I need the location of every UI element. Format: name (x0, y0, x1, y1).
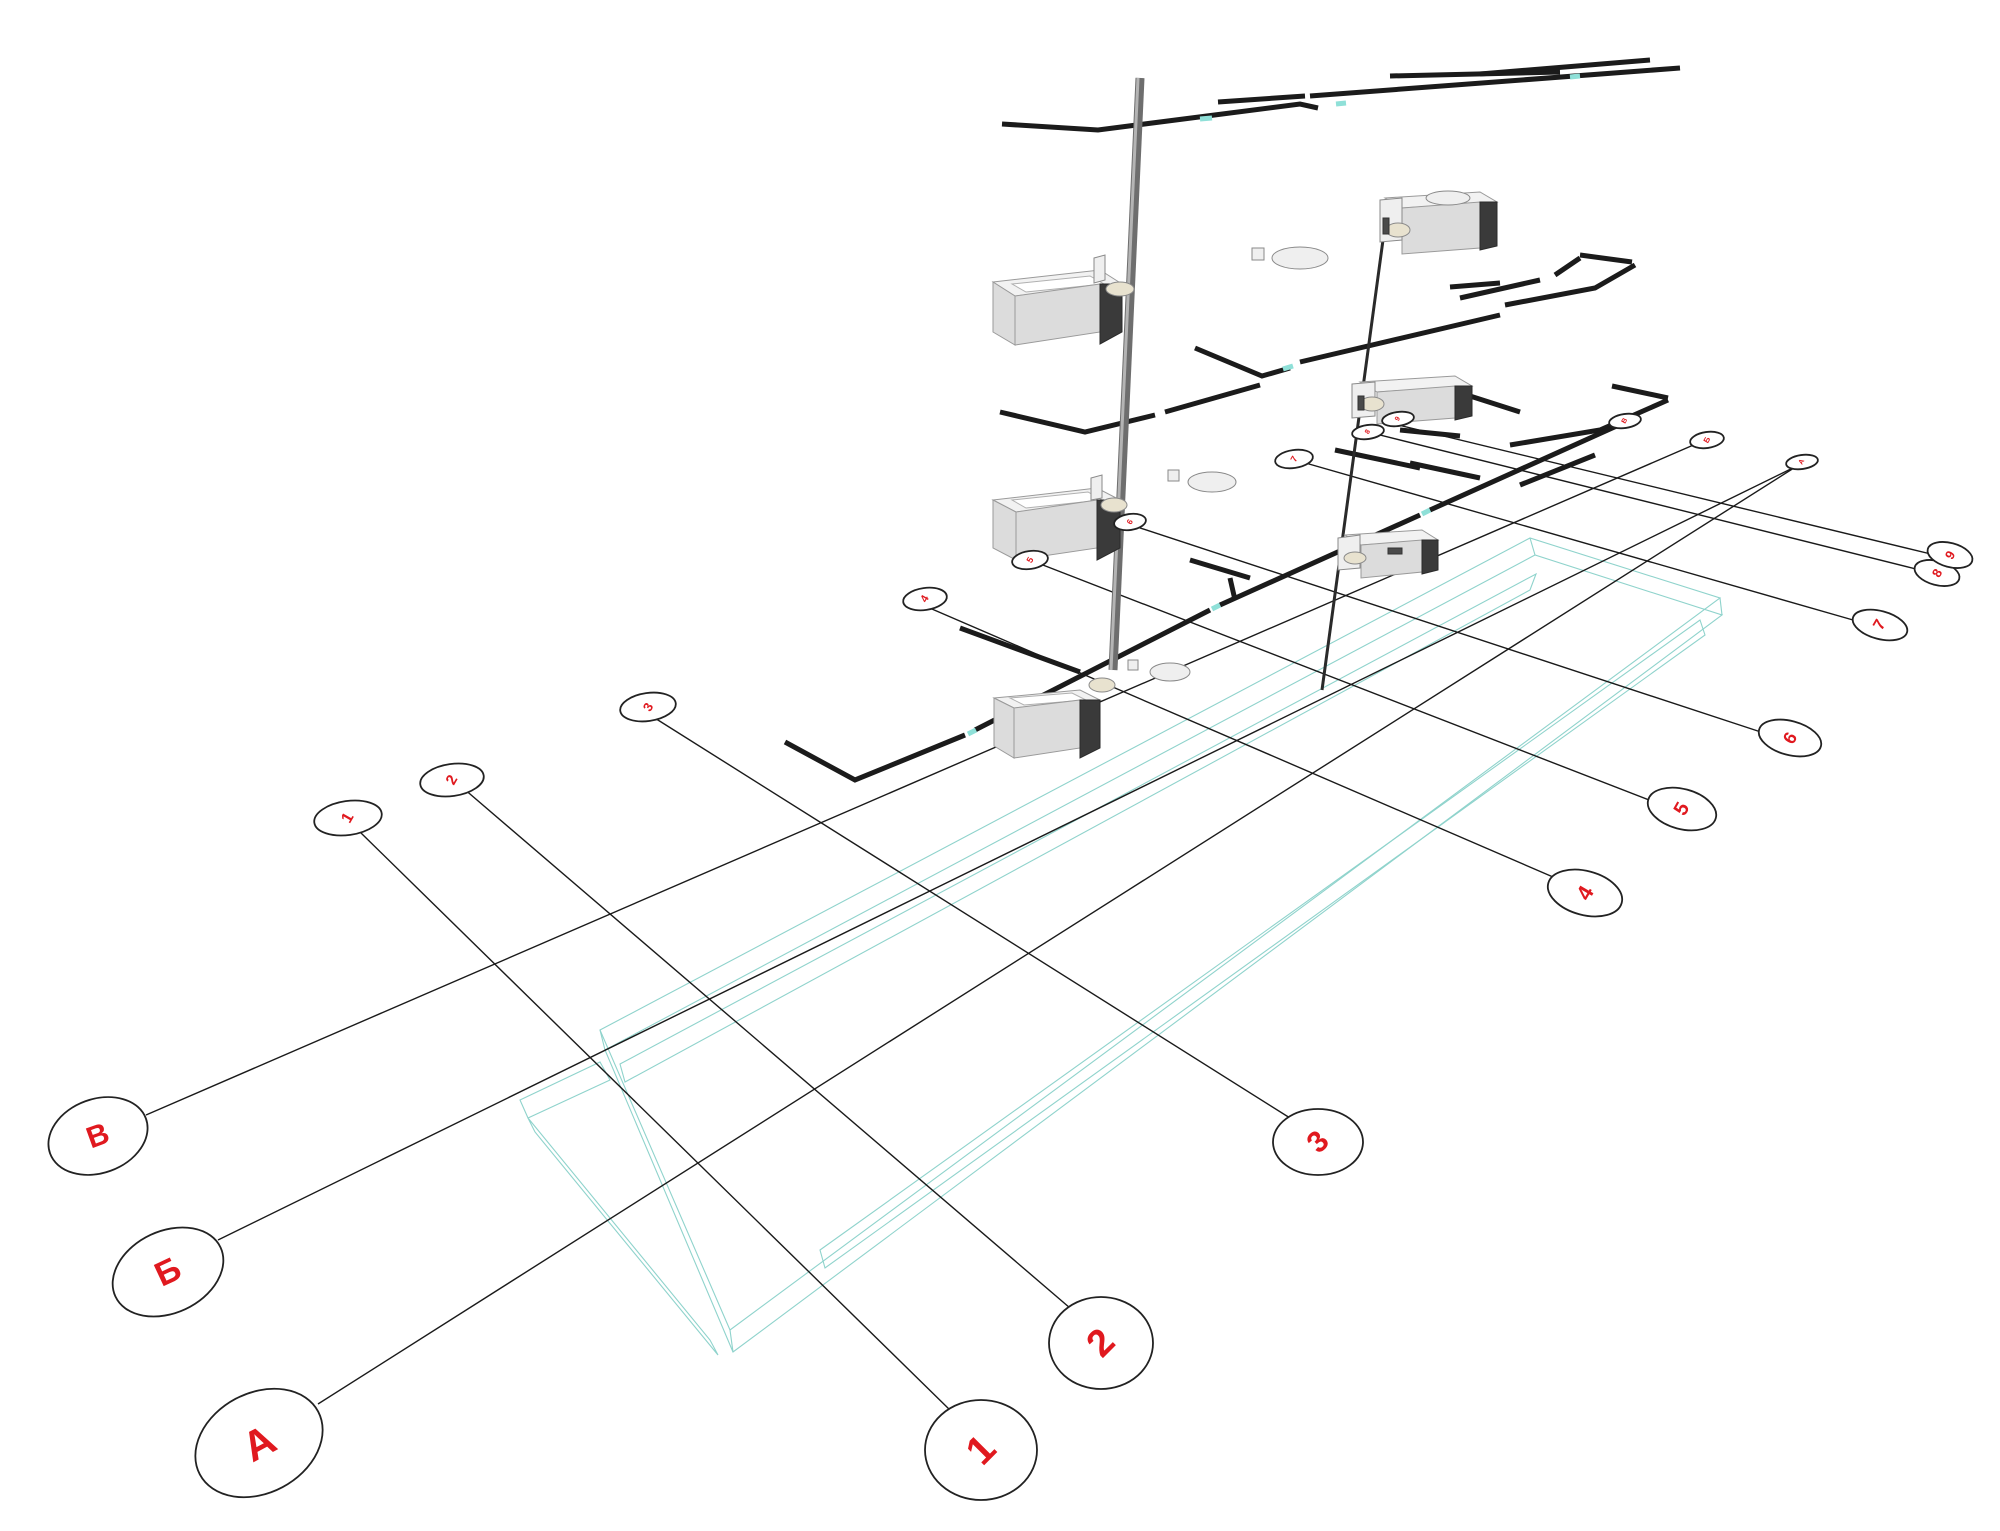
fixtures-upper-right (1379, 190, 1499, 255)
axis-line-3 (649, 714, 1291, 1119)
axis-bubble-2-small: 2 (419, 762, 485, 798)
axis-label-V-small: В (1621, 417, 1630, 425)
axis-label-9-small: 9 (1394, 415, 1402, 422)
axis-line-8 (1367, 431, 1921, 571)
axis-line-7 (1294, 459, 1861, 623)
axis-bubbles-large: В Б А 1 2 3 4 5 (47, 541, 1974, 1501)
axis-line-4 (917, 602, 1561, 881)
axis-label-B-small: Б (1702, 435, 1713, 445)
axis-line-6 (1124, 522, 1771, 736)
axis-bubbles-small: 1 2 3 4 5 6 7 8 (313, 410, 1819, 837)
pipe-runs (783, 57, 1681, 783)
fixtures-lower-right (1337, 529, 1440, 579)
axis-bubble-8-small: 8 (1351, 423, 1385, 441)
axis-bubble-5: 5 (1646, 786, 1718, 832)
axis-bubble-1: 1 (924, 1399, 1038, 1501)
axis-grid-lines (145, 422, 1936, 1413)
axis-line-9 (1389, 422, 1936, 556)
axis-line-2 (462, 787, 1071, 1309)
axis-line-V (145, 439, 1706, 1116)
axis-bubble-B: Б (111, 1226, 225, 1318)
axis-bubble-7-small: 7 (1274, 448, 1314, 470)
axis-label-A-small: А (1798, 458, 1807, 466)
axis-label-6-small: 6 (1125, 517, 1135, 526)
axis-bubble-7: 7 (1851, 608, 1909, 642)
axis-bubble-3-small: 3 (619, 691, 677, 723)
axis-bubble-9-small: 9 (1381, 410, 1415, 428)
main-riser (1108, 77, 1145, 671)
axis-bubble-6-small: 6 (1113, 512, 1147, 532)
axis-bubble-2: 2 (1048, 1296, 1154, 1390)
axis-label-5-small: 5 (1024, 555, 1035, 564)
axis-bubble-A: А (194, 1387, 324, 1499)
axis-line-A (317, 465, 1798, 1405)
fixtures-lower-left (992, 659, 1191, 759)
axis-label-8-small: 8 (1364, 428, 1372, 435)
axis-line-B (217, 461, 1806, 1241)
axis-bubble-6: 6 (1757, 718, 1823, 758)
axis-bubble-V-small: В (1608, 412, 1642, 430)
axis-bubble-9: 9 (1926, 541, 1974, 569)
axis-bubble-3: 3 (1272, 1108, 1364, 1176)
axis-bubble-B-small: Б (1689, 430, 1725, 450)
fixtures-middle-left (991, 469, 1237, 561)
axis-bubble-5-small: 5 (1011, 549, 1049, 571)
fixtures-upper-left (991, 246, 1329, 346)
axis-bubble-A-small: А (1785, 453, 1819, 471)
axis-bubble-V: В (47, 1096, 149, 1176)
axis-bubble-1-small: 1 (313, 799, 383, 837)
axis-bubble-4: 4 (1546, 868, 1624, 918)
axis-line-1 (359, 831, 953, 1413)
axis-line-5 (1029, 559, 1663, 806)
axis-bubble-4-small: 4 (902, 586, 948, 612)
axis-label-7-small: 7 (1288, 454, 1299, 463)
secondary-riser (1320, 239, 1385, 691)
